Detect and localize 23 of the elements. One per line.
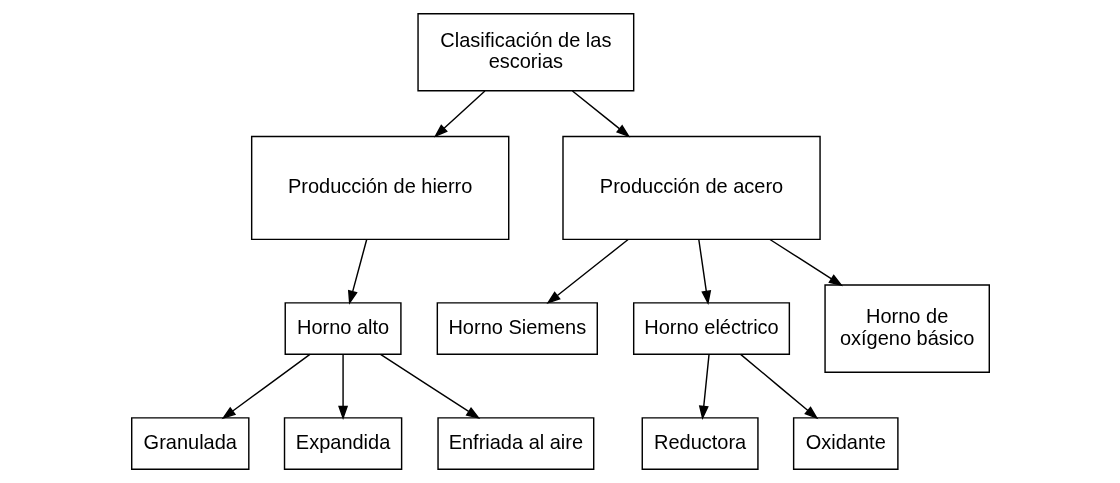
node-box: Horno Siemens: [436, 302, 598, 356]
arrow: [545, 238, 629, 305]
arrow: [698, 353, 710, 421]
node-box: Granulada: [130, 417, 250, 470]
node-box: Producción de acero: [561, 135, 821, 241]
arrow: [347, 238, 367, 305]
node-box: Expandida: [283, 417, 402, 470]
node-box: Enfriada al aire: [436, 417, 594, 470]
node-box: Producción de hierro: [250, 135, 509, 241]
node-box: Oxidante: [792, 417, 899, 470]
node-box: Reductora: [641, 417, 759, 470]
arrow: [571, 90, 630, 138]
arrow: [739, 353, 818, 420]
arrow: [768, 238, 843, 287]
arrow: [379, 353, 480, 420]
node-box: Horno de oxígeno básico: [823, 284, 990, 373]
node-box: Clasificación de las escorias: [416, 13, 634, 92]
arrow: [337, 353, 348, 421]
node-box: Horno alto: [284, 302, 402, 356]
arrow: [697, 238, 711, 305]
node-box: Horno eléctrico: [632, 302, 790, 356]
arrow: [433, 90, 486, 138]
arrow: [221, 353, 311, 420]
